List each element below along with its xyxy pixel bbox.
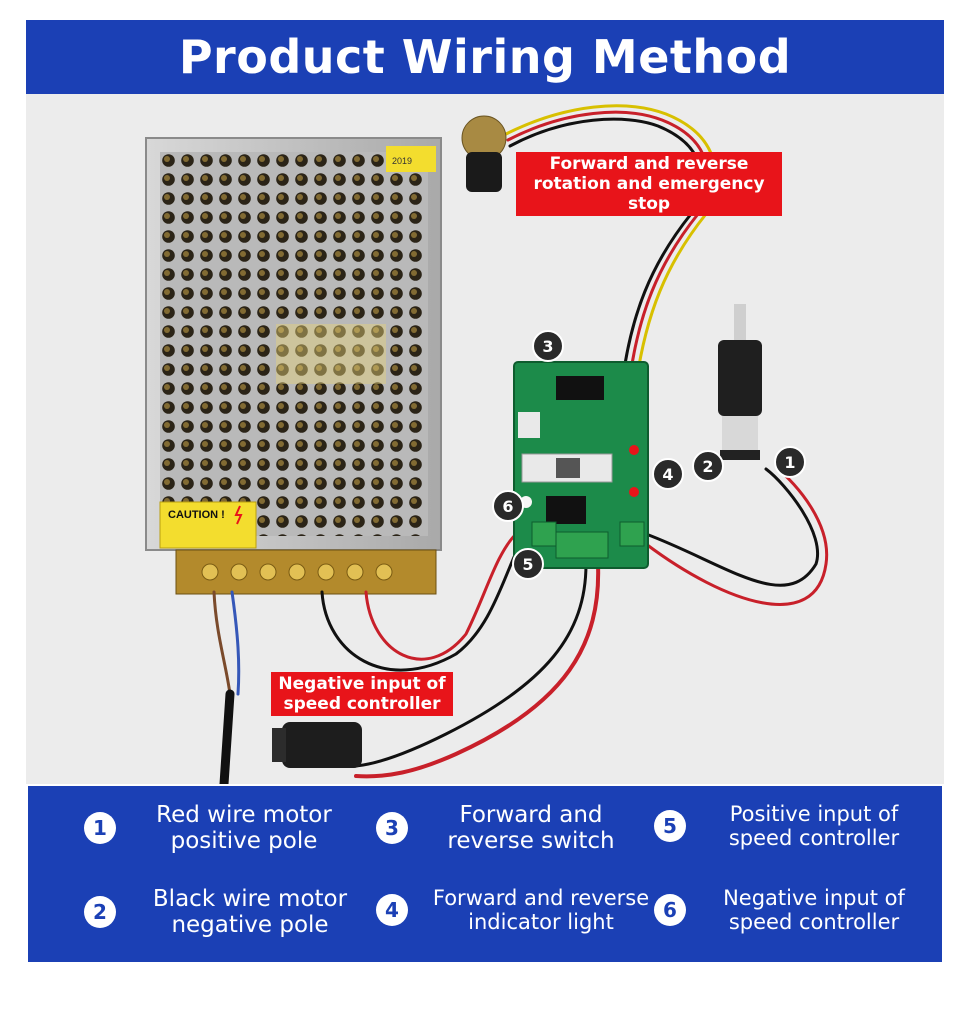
callout-negative-input: Negative input of speed controller	[271, 672, 453, 716]
legend-item-3: 3 Forward and reverse switch	[376, 802, 656, 854]
page-title: Product Wiring Method	[178, 30, 792, 84]
badge-1: 1	[774, 446, 806, 478]
legend-text: Forward and reverse indicator light	[432, 886, 650, 934]
legend-text: Positive input of speed controller	[728, 802, 900, 850]
legend-panel: 1 Red wire motor positive pole 3 Forward…	[28, 786, 942, 962]
number-icon: 2	[84, 896, 116, 928]
lightning-icon	[234, 505, 243, 525]
speed-controller-board	[513, 361, 649, 569]
legend-text: Black wire motor negative pole	[152, 886, 348, 938]
number-icon: 4	[376, 894, 408, 926]
number-icon: 1	[84, 812, 116, 844]
badge-2: 2	[692, 450, 724, 482]
legend-item-5: 5 Positive input of speed controller	[654, 802, 934, 850]
wiring-photo: CAUTION ! 2019	[26, 94, 944, 784]
legend-text: Forward and reverse switch	[447, 802, 615, 854]
dc-motor	[718, 304, 762, 460]
legend-text: Negative input of speed controller	[723, 886, 905, 934]
number-icon: 5	[654, 810, 686, 842]
callout-forward-reverse: Forward and reverse rotation and emergen…	[516, 152, 782, 216]
wiring-illustration: CAUTION ! 2019	[145, 104, 829, 784]
badge-3: 3	[532, 330, 564, 362]
badge-4: 4	[652, 458, 684, 490]
legend-item-1: 1 Red wire motor positive pole	[84, 802, 374, 854]
badge-5: 5	[512, 548, 544, 580]
title-banner: Product Wiring Method	[26, 20, 944, 94]
legend-item-6: 6 Negative input of speed controller	[654, 886, 934, 934]
number-icon: 6	[654, 894, 686, 926]
potentiometer-knob	[461, 115, 507, 192]
legend-text: Red wire motor positive pole	[156, 802, 332, 854]
badge-6: 6	[492, 490, 524, 522]
legend-item-4: 4 Forward and reverse indicator light	[376, 886, 656, 934]
year-label: 2019	[392, 156, 412, 166]
caution-label: CAUTION !	[168, 509, 225, 521]
power-supply: CAUTION ! 2019	[145, 137, 442, 595]
dc-connector	[272, 722, 362, 768]
number-icon: 3	[376, 812, 408, 844]
legend-item-2: 2 Black wire motor negative pole	[84, 886, 374, 938]
